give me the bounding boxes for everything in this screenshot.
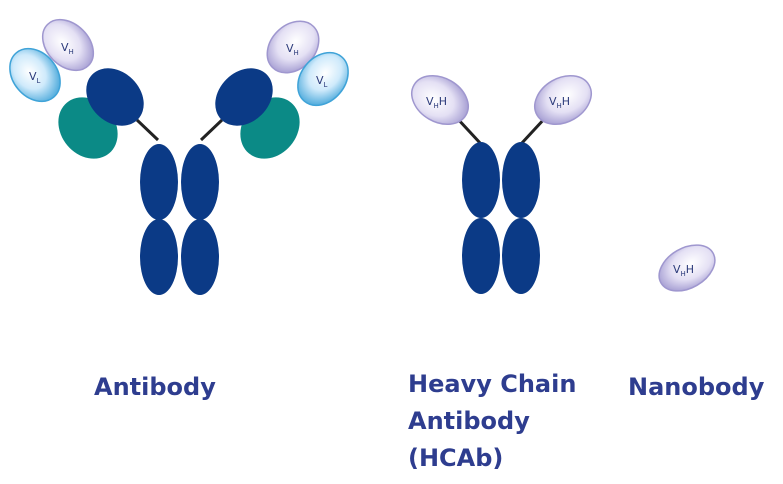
heavy-chain-ch3-right bbox=[181, 219, 219, 295]
hinge-right bbox=[201, 120, 222, 140]
caption-nanobody: Nanobody bbox=[628, 369, 783, 406]
hcab-ch2-left bbox=[462, 142, 500, 218]
hcab-ch2-right bbox=[502, 142, 540, 218]
caption-hcab-line-2: Antibody bbox=[408, 403, 576, 440]
nanobody-figure: VHH bbox=[651, 236, 723, 301]
hcab-ch3-left bbox=[462, 218, 500, 294]
caption-hcab-line-1: Heavy Chain bbox=[408, 366, 576, 403]
hcab-figure: VHH VHH bbox=[403, 66, 600, 294]
heavy-chain-ch2-right bbox=[181, 144, 219, 220]
hcab-ch3-right bbox=[502, 218, 540, 294]
antibody-figure: VL VH VH VL bbox=[0, 10, 358, 295]
heavy-chain-ch3-left bbox=[140, 219, 178, 295]
hinge-left bbox=[137, 120, 158, 140]
caption-hcab-line-3: (HCAb) bbox=[408, 440, 576, 477]
heavy-chain-ch2-left bbox=[140, 144, 178, 220]
caption-hcab: Heavy Chain Antibody (HCAb) bbox=[408, 366, 576, 477]
caption-antibody: Antibody bbox=[94, 369, 216, 406]
